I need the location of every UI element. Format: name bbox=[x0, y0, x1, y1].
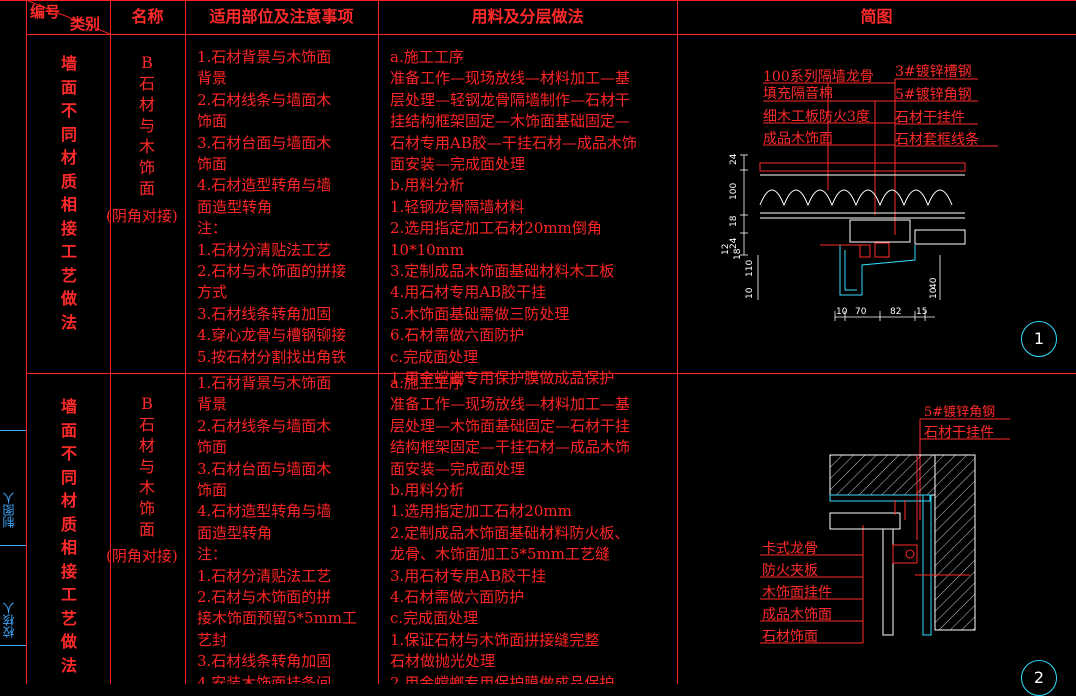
col-line-2 bbox=[185, 0, 186, 684]
fig2-label-left-5: 石材饰面 bbox=[762, 629, 818, 645]
side-tab-checker: 校核人 bbox=[2, 602, 16, 638]
row1-name-note: (阴角对接) bbox=[106, 207, 178, 225]
row2-materials: a.施工工序 准备工作—现场放线—材料加工—基 层处理—木饰面基础固定—石材干挂… bbox=[390, 374, 631, 684]
svg-text:110: 110 bbox=[745, 260, 755, 277]
fig1-drawing: 24 100 18 24 12 18 110 10 40 10 10 70 82… bbox=[721, 78, 998, 321]
fig1-label-right-4: 石材套框线条 bbox=[895, 132, 979, 148]
svg-text:10: 10 bbox=[745, 287, 755, 299]
fig2-label-left-3: 木饰面挂件 bbox=[762, 585, 832, 601]
row2-scope: 1.石材背景与木饰面 背景 2.石材线条与墙面木 饰面 3.石材台面与墙面木 饰… bbox=[197, 374, 358, 684]
fig1-label-right-2: 5#镀锌角钢 bbox=[895, 87, 972, 103]
col-line-3 bbox=[378, 0, 379, 684]
row1-category: 墙 面 不 同 材 质 相 接 工 艺 做 法 bbox=[60, 54, 77, 332]
side-tab-frame bbox=[0, 430, 26, 685]
svg-text:70: 70 bbox=[855, 307, 867, 317]
row2-name: B 石 材 与 木 饰 面 bbox=[138, 394, 155, 539]
col-line-0 bbox=[26, 0, 27, 684]
row2-name-note: (阴角对接) bbox=[106, 547, 178, 565]
row-divider bbox=[26, 373, 1076, 374]
fig1-label-right-3: 石材干挂件 bbox=[895, 110, 965, 126]
col-line-4 bbox=[677, 0, 678, 684]
header-sketch: 简图 bbox=[860, 7, 893, 26]
fig2-label-left-1: 卡式龙骨 bbox=[762, 541, 818, 557]
row1-scope: 1.石材背景与木饰面 背景 2.石材线条与墙面木 饰面 3.石材台面与墙面木 饰… bbox=[197, 48, 347, 366]
row1-materials: a.施工工序 准备工作—现场放线—材料加工—基 层处理—轻钢龙骨隔墙制作—石材干… bbox=[390, 48, 637, 388]
header-scope: 适用部位及注意事项 bbox=[209, 7, 354, 26]
svg-text:24: 24 bbox=[729, 153, 739, 165]
row1-name: B 石 材 与 木 饰 面 bbox=[138, 53, 155, 198]
fig1-label-right-1: 3#镀锌槽钢 bbox=[895, 64, 972, 80]
fig2-number-circle: 2 bbox=[1021, 660, 1057, 696]
fig1-label-left-1: 100系列隔墙龙骨 bbox=[763, 69, 874, 85]
svg-text:10: 10 bbox=[836, 307, 848, 317]
svg-text:12: 12 bbox=[721, 244, 731, 255]
svg-text:82: 82 bbox=[890, 307, 901, 317]
svg-text:10: 10 bbox=[929, 287, 939, 299]
svg-text:100: 100 bbox=[729, 183, 739, 200]
fig1-number-circle: 1 bbox=[1021, 321, 1057, 357]
side-tab-divider bbox=[0, 545, 26, 546]
header-bottom-line bbox=[26, 34, 1076, 35]
fig1-label-left-3: 细木工板防火3度 bbox=[763, 109, 870, 125]
header-diagonal bbox=[26, 0, 110, 34]
svg-text:24: 24 bbox=[729, 237, 739, 249]
fig2-drawing bbox=[760, 418, 1010, 644]
fig2-label-left-2: 防火夹板 bbox=[762, 563, 818, 579]
svg-text:40: 40 bbox=[929, 277, 939, 289]
fig1-label-left-2: 填充隔音棉 bbox=[763, 86, 833, 102]
fig2-label-left-4: 成品木饰面 bbox=[762, 607, 832, 623]
fig2-label-top-2: 石材干挂件 bbox=[924, 425, 994, 441]
svg-text:18: 18 bbox=[733, 248, 743, 260]
header-code: 编号 bbox=[30, 3, 61, 21]
row2-category: 墙 面 不 同 材 质 相 接 工 艺 做 法 bbox=[60, 397, 77, 675]
svg-text:15: 15 bbox=[916, 307, 927, 317]
header-name: 名称 bbox=[131, 7, 164, 26]
side-tab-divider-2 bbox=[0, 645, 26, 646]
svg-text:18: 18 bbox=[729, 215, 739, 227]
fig1-label-left-4: 成品木饰面 bbox=[763, 131, 833, 147]
side-tab-drawer: 制图人 bbox=[2, 492, 16, 528]
col-line-1 bbox=[110, 0, 111, 684]
header-category: 类别 bbox=[70, 15, 101, 33]
top-border bbox=[0, 0, 1076, 1]
fig2-label-top-1: 5#镀锌角钢 bbox=[924, 405, 996, 420]
header-materials: 用料及分层做法 bbox=[471, 7, 584, 26]
